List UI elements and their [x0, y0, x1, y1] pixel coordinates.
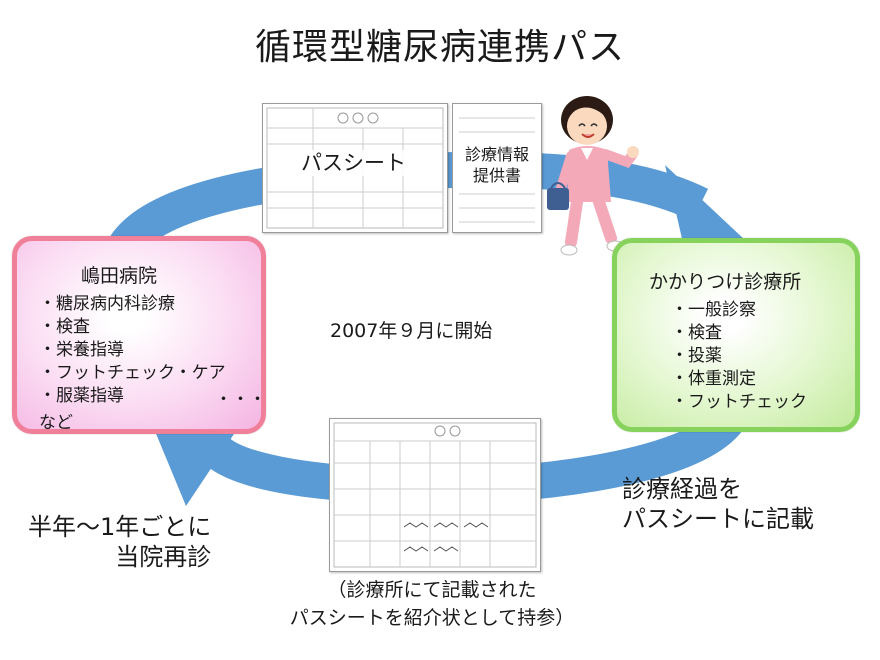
top-arrow-body: [105, 151, 709, 261]
record-caption: 診療経過を パスシートに記載: [622, 474, 814, 534]
clinic-service-item: ・検査: [671, 323, 722, 343]
recorded-sheet-lines: [333, 422, 537, 568]
diagram-title: 循環型糖尿病連携パス: [254, 27, 625, 68]
revisit-caption-line2: 当院再診: [115, 543, 212, 571]
hospital-services-list: ・糖尿病内科診療 ・検査 ・栄養指導 ・フットチェック・ケア ・服薬指導: [39, 293, 226, 408]
hospital-service-item: ・服薬指導: [39, 386, 124, 406]
bring-sheet-caption-line2: パスシートを紹介状として持参）: [289, 607, 575, 629]
medical-info-line2: 提供書: [472, 166, 521, 185]
bring-sheet-caption: （診療所にて記載された パスシートを紹介状として持参）: [254, 576, 610, 632]
hospital-ellipsis: ・・・: [215, 390, 266, 410]
record-caption-line1: 診療経過を: [622, 475, 742, 503]
clinic-service-item: ・フットチェック: [671, 392, 807, 412]
clinic-service-item: ・投薬: [671, 346, 722, 366]
start-date-text: 2007年９月に開始: [330, 320, 493, 342]
hospital-etc: など: [39, 413, 73, 433]
info-sheet-lines: [459, 117, 535, 223]
revisit-caption-line1: 半年〜1年ごとに: [28, 513, 212, 541]
hospital-service-item: ・糖尿病内科診療: [39, 294, 175, 314]
hospital-box: 嶋田病院 ・糖尿病内科診療 ・検査 ・栄養指導 ・フットチェック・ケア ・服薬指…: [12, 236, 266, 434]
clinic-services-list: ・一般診察 ・検査 ・投薬 ・体重測定 ・フットチェック: [671, 299, 807, 414]
path-sheet-image: パスシート: [262, 103, 448, 233]
clinic-box: かかりつけ診療所 ・一般診察 ・検査 ・投薬 ・体重測定 ・フットチェック: [612, 238, 860, 432]
revisit-caption: 半年〜1年ごとに 当院再診: [28, 512, 211, 572]
record-caption-line2: パスシートに記載: [622, 505, 814, 533]
medical-info-sheet-label: 診療情報 提供書: [457, 144, 537, 186]
clinic-service-item: ・一般診察: [671, 300, 756, 320]
nurse-illustration: [547, 96, 639, 256]
hospital-service-item: ・フットチェック・ケア: [39, 363, 226, 383]
clinic-service-item: ・体重測定: [671, 369, 756, 389]
hospital-service-item: ・検査: [39, 317, 90, 337]
recorded-path-sheet-image: [329, 418, 541, 572]
hospital-name: 嶋田病院: [81, 265, 158, 287]
path-sheet-label: パスシート: [297, 150, 410, 176]
hospital-service-item: ・栄養指導: [39, 340, 124, 360]
path-sheet-lines: [266, 107, 444, 229]
bring-sheet-caption-line1: （診療所にて記載された: [327, 579, 537, 601]
medical-info-sheet-image: 診療情報 提供書: [452, 103, 542, 233]
medical-info-line1: 診療情報: [464, 145, 529, 164]
top-arrow-head: [665, 165, 745, 256]
clinic-name: かかりつけ診療所: [649, 271, 802, 293]
